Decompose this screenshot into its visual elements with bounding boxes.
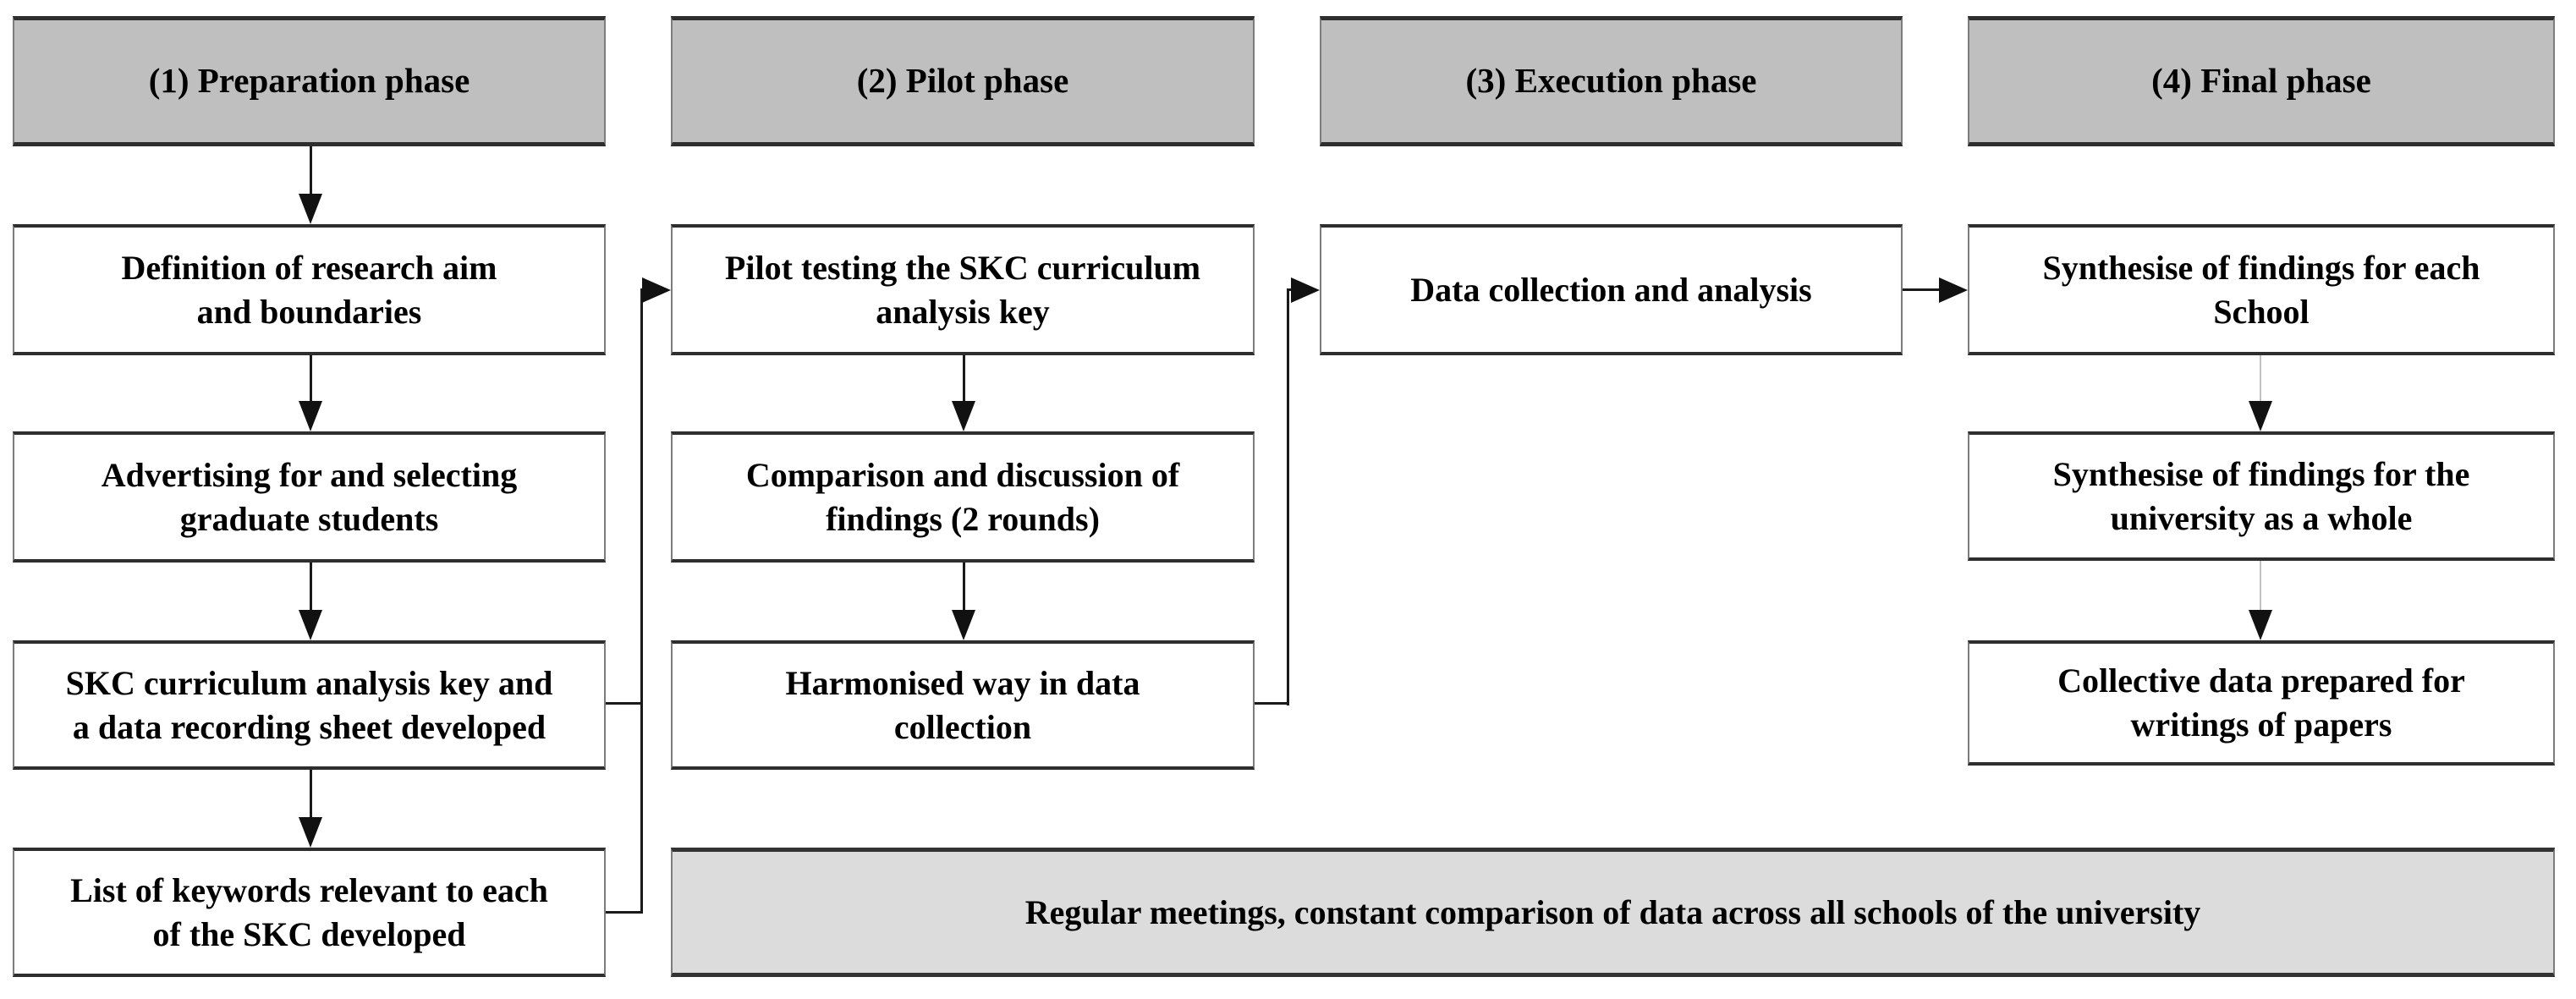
- connector-stub-skc-key: [606, 702, 643, 705]
- phase-header-preparation: (1) Preparation phase: [13, 16, 606, 146]
- box-collective-data-papers: Collective data prepared for writings of…: [1968, 640, 2555, 766]
- connector-stub-harmonised: [1255, 702, 1289, 705]
- box-advertising-selecting-students: Advertising for and selecting graduate s…: [13, 431, 606, 563]
- arrowhead-down-icon: [952, 401, 975, 431]
- arrowhead-down-icon: [299, 817, 322, 848]
- box-definition-research-aim: Definition of research aim and boundarie…: [13, 224, 606, 355]
- arrowhead-right-icon: [1291, 277, 1320, 303]
- box-data-collection-analysis: Data collection and analysis: [1320, 224, 1903, 355]
- connector-pilot-to-execution-rail: [1287, 288, 1289, 705]
- box-keywords-list: List of keywords relevant to each of the…: [13, 848, 606, 977]
- arrowhead-down-icon: [2249, 610, 2272, 640]
- connector-col1-box3-to-box4: [310, 770, 312, 819]
- box-pilot-testing-skc-key: Pilot testing the SKC curriculum analysi…: [671, 224, 1255, 355]
- arrowhead-right-icon: [642, 277, 671, 303]
- connector-col4-box1-to-box2: [2260, 355, 2261, 403]
- connector-col2-box1-to-box2: [963, 355, 965, 404]
- connector-prep-to-pilot-rail: [640, 288, 643, 914]
- connector-execution-to-final: [1903, 288, 1943, 291]
- connector-stub-keywords: [606, 911, 643, 914]
- connector-col1-box2-to-box3: [310, 563, 312, 613]
- banner-regular-meetings: Regular meetings, constant comparison of…: [671, 848, 2555, 977]
- box-synthesise-each-school: Synthesise of findings for each School: [1968, 224, 2555, 355]
- arrowhead-down-icon: [299, 194, 322, 224]
- box-synthesise-university-whole: Synthesise of findings for the universit…: [1968, 431, 2555, 561]
- arrowhead-right-icon: [1939, 277, 1968, 303]
- arrowhead-down-icon: [299, 610, 322, 640]
- connector-col2-box2-to-box3: [963, 563, 965, 613]
- box-harmonised-data-collection: Harmonised way in data collection: [671, 640, 1255, 770]
- box-comparison-discussion-findings: Comparison and discussion of findings (2…: [671, 431, 1255, 563]
- arrowhead-down-icon: [299, 401, 322, 431]
- arrowhead-down-icon: [952, 610, 975, 640]
- phase-header-pilot: (2) Pilot phase: [671, 16, 1255, 146]
- connector-col1-header-to-box1: [310, 146, 312, 197]
- phase-header-final: (4) Final phase: [1968, 16, 2555, 146]
- connector-col4-box2-to-box3: [2260, 561, 2261, 612]
- phase-header-execution: (3) Execution phase: [1320, 16, 1903, 146]
- box-skc-key-recording-sheet: SKC curriculum analysis key and a data r…: [13, 640, 606, 770]
- arrowhead-down-icon: [2249, 401, 2272, 431]
- connector-col1-box1-to-box2: [310, 355, 312, 404]
